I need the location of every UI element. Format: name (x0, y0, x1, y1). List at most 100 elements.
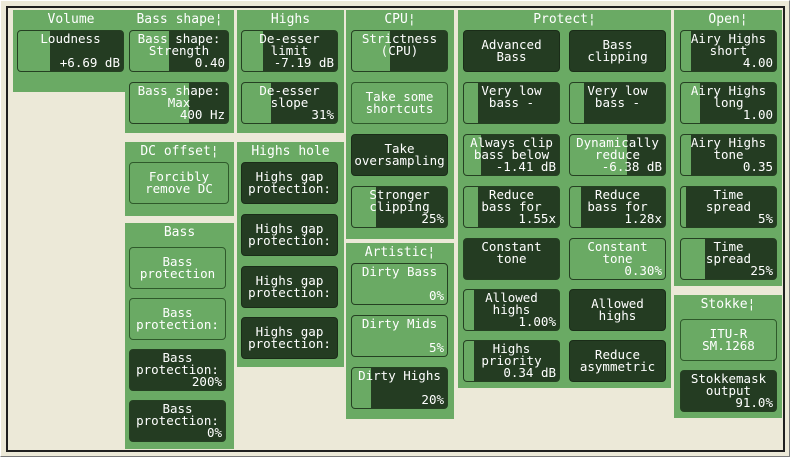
toggle-bass-clipping[interactable]: Bass clipping (569, 30, 666, 72)
control-label: Bass protection: (136, 305, 219, 332)
control-label: Always clip bass below (470, 135, 553, 162)
control-label: Highs gap protection: (248, 221, 331, 248)
toggle-take-oversampling[interactable]: Take oversampling (351, 134, 448, 176)
slider-fill (570, 135, 627, 175)
control-label: Reduce bass for (587, 187, 648, 214)
control-label: Highs gap protection: (248, 169, 331, 196)
toggle-highs-gap-protection[interactable]: Highs gap protection: (241, 214, 338, 256)
control-label: Strictness (CPU) (361, 31, 438, 58)
control-label: Dirty Mids (361, 316, 438, 331)
control-label: Take oversampling (354, 141, 445, 168)
control-label: Constant tone (481, 239, 542, 266)
control-label: Bass protection (139, 254, 216, 281)
slider-constant-tone[interactable]: Constant tone (463, 238, 560, 280)
slider-bass-protection[interactable]: Bass protection:200% (129, 349, 226, 391)
toggle-bass-protection[interactable]: Bass protection (129, 247, 226, 289)
slider-strictness-cpu[interactable]: Strictness (CPU) (351, 30, 448, 72)
toggle-take-some-shortcuts[interactable]: Take some shortcuts (351, 82, 448, 124)
panel-title: DC offset¦ (140, 144, 219, 159)
toggle-forcibly-remove-dc[interactable]: Forcibly remove DC (129, 162, 229, 204)
control-label: Bass shape: Strength (137, 31, 221, 58)
toggle-bass-protection[interactable]: Bass protection: (129, 298, 226, 340)
toggle-reduce-asymmetric[interactable]: Reduce asymmetric (569, 340, 666, 382)
control-label: Reduce bass for (481, 187, 542, 214)
toggle-itu-r-sm-1268[interactable]: ITU-R SM.1268 (680, 319, 777, 361)
control-value: 5% (428, 340, 444, 355)
slider-fill (681, 135, 691, 175)
slider-fill (464, 341, 474, 381)
control-value: -7.19 dB (273, 55, 334, 70)
slider-fill (242, 31, 263, 71)
toggle-highs-gap-protection[interactable]: Highs gap protection: (241, 162, 338, 204)
slider-fill (352, 316, 447, 356)
slider-fill (681, 83, 700, 123)
slider-bass-protection[interactable]: Bass protection:0% (129, 400, 226, 442)
slider-fill (242, 83, 272, 123)
control-label: ITU-R SM.1268 (702, 326, 755, 353)
panel-title: Protect¦ (533, 12, 596, 27)
slider-loudness[interactable]: Loudness+6.69 dB (17, 30, 124, 72)
panel-title: Open¦ (708, 12, 748, 27)
control-value: 31% (311, 107, 334, 122)
control-value: 200% (191, 374, 222, 389)
control-label: Reduce asymmetric (579, 347, 656, 374)
slider-dirty-mids[interactable]: Dirty Mids 5% (351, 315, 448, 357)
slider-fill (352, 368, 371, 408)
slider-fill (681, 31, 691, 71)
slider-de-esser-limit[interactable]: De-esser limit-7.19 dB (241, 30, 338, 72)
control-label: Constant tone (587, 239, 648, 266)
slider-fill (352, 187, 376, 227)
control-label: Stronger clipping (369, 187, 430, 214)
control-value: 0% (206, 425, 222, 440)
slider-always-clip-bass-below[interactable]: Always clip bass below-1.41 dB (463, 134, 560, 176)
toggle-advanced-bass[interactable]: Advanced Bass (463, 30, 560, 72)
slider-fill (464, 187, 479, 227)
control-value: 400 Hz (179, 107, 225, 122)
control-value: 0.35 (742, 159, 773, 174)
toggle-highs-gap-protection[interactable]: Highs gap protection: (241, 317, 338, 359)
control-label: Allowed highs (591, 296, 644, 323)
control-value: 5% (757, 211, 773, 226)
control-value: 4.00 (742, 55, 773, 70)
control-value: 0.34 dB (503, 365, 556, 380)
control-value: 0.30% (624, 263, 662, 278)
slider-very-low-bass[interactable]: Very low bass - (463, 82, 560, 124)
control-label: Highs priority (481, 341, 542, 368)
control-label: Dirty Highs (358, 368, 441, 383)
slider-dynamically-reduce[interactable]: Dynamically reduce-6.38 dB (569, 134, 666, 176)
toggle-allowed-highs[interactable]: Allowed highs (569, 289, 666, 331)
panel-title: CPU¦ (384, 12, 416, 27)
slider-very-low-bass[interactable]: Very low bass - (569, 82, 666, 124)
slider-fill (130, 83, 189, 123)
toggle-highs-gap-protection[interactable]: Highs gap protection: (241, 266, 338, 308)
slider-fill (464, 290, 474, 330)
control-value: -6.38 dB (601, 159, 662, 174)
control-label: Bass protection: (136, 350, 219, 377)
slider-fill (681, 239, 705, 279)
control-value: 25% (750, 263, 773, 278)
control-label: Time spread (705, 239, 752, 266)
